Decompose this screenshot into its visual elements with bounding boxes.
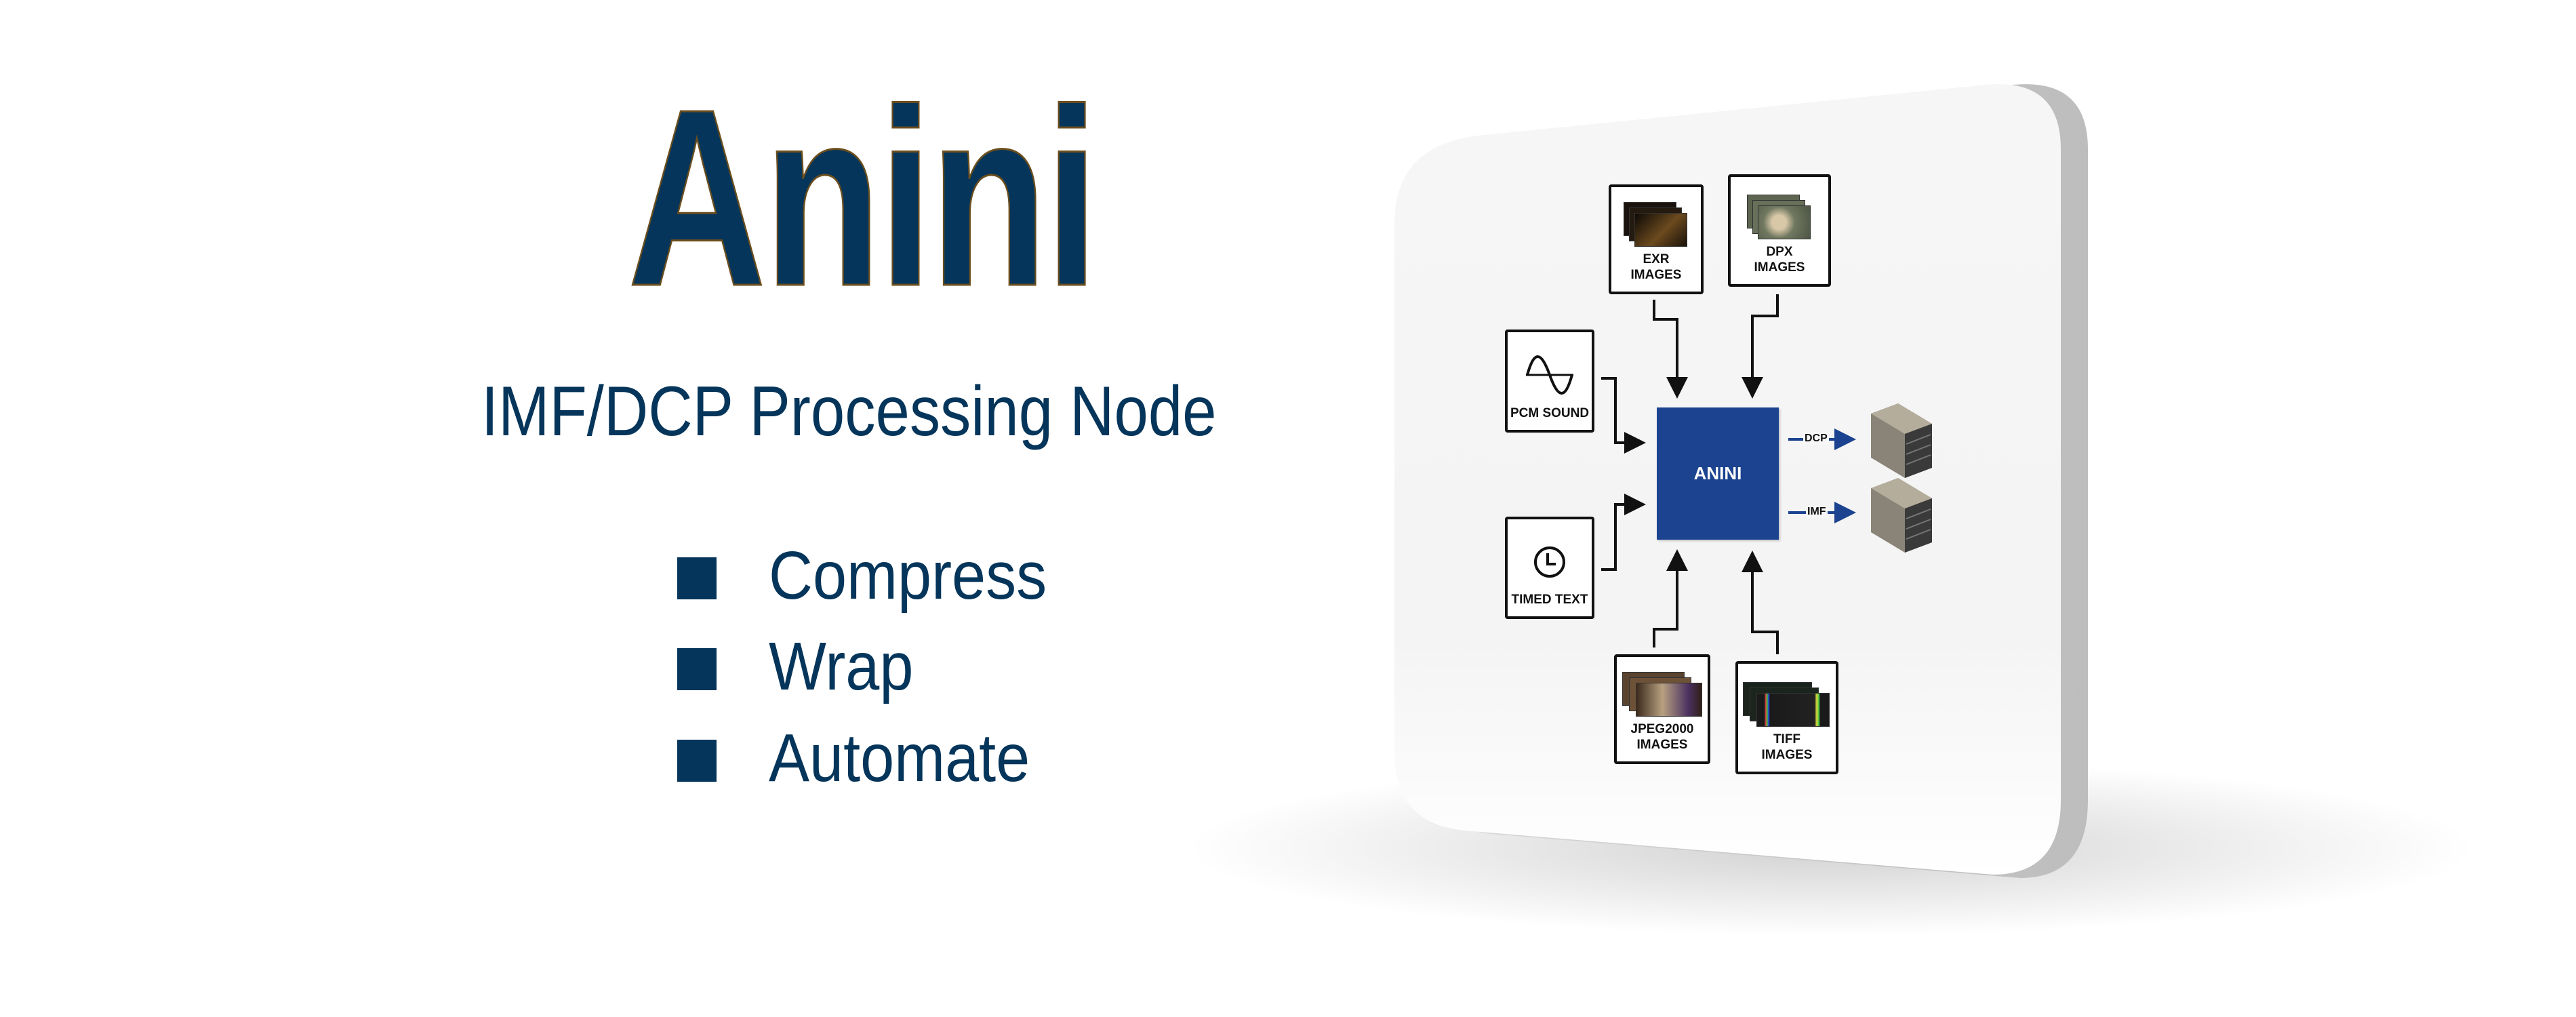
box-label: EXR [1643, 252, 1670, 267]
anini-core-node: ANINI [1657, 407, 1779, 540]
box-label: PCM SOUND [1510, 406, 1590, 421]
feature-item-compress: Compress [677, 542, 1047, 612]
bullet-square-icon [677, 648, 717, 690]
box-label: IMAGES [1636, 738, 1688, 753]
input-pcm-sound: PCM SOUND [1505, 330, 1594, 433]
product-title: Anini [627, 56, 1100, 338]
input-jpeg2000-images: JPEG2000 IMAGES [1614, 654, 1710, 764]
connector-tiff [1742, 551, 1779, 654]
input-tiff-images: TIFF IMAGES [1735, 661, 1838, 774]
feature-label: Compress [769, 538, 1047, 614]
box-label: TIFF [1773, 732, 1801, 747]
output-label-dcp: DCP [1803, 433, 1829, 445]
feature-label: Automate [769, 720, 1030, 796]
core-label: ANINI [1693, 463, 1742, 483]
input-exr-images: EXR IMAGES [1609, 184, 1704, 294]
exr-thumbnail-icon [1624, 202, 1689, 247]
box-label: JPEG2000 [1630, 722, 1694, 737]
feature-item-wrap: Wrap [677, 633, 913, 703]
box-label: IMAGES [1630, 268, 1682, 283]
feature-label: Wrap [769, 629, 914, 704]
tiff-thumbnail-icon [1743, 682, 1831, 727]
box-label: IMAGES [1754, 260, 1805, 275]
clock-icon [1534, 546, 1565, 578]
output-label-imf: IMF [1806, 506, 1828, 518]
bullet-square-icon [677, 740, 717, 782]
box-label: IMAGES [1761, 748, 1813, 763]
input-dpx-images: DPX IMAGES [1728, 174, 1831, 287]
connector-jpeg2000 [1653, 549, 1688, 647]
storage-drive-icon [1871, 478, 1932, 553]
feature-item-automate: Automate [677, 724, 1030, 795]
box-label: TIMED TEXT [1511, 593, 1588, 607]
dpx-thumbnail-icon [1747, 195, 1812, 240]
connector-timed-text [1601, 494, 1646, 571]
connector-dpx [1742, 294, 1779, 399]
storage-drive-icon [1871, 403, 1932, 478]
connector-pcm [1601, 377, 1646, 454]
bullet-square-icon [677, 557, 717, 599]
sine-wave-icon [1526, 355, 1573, 395]
connector-exr [1653, 300, 1688, 399]
product-subtitle: IMF/DCP Processing Node [481, 372, 1217, 451]
box-label: DPX [1766, 245, 1793, 260]
input-timed-text: TIMED TEXT [1505, 517, 1594, 619]
jpeg2000-thumbnail-icon [1622, 672, 1702, 717]
